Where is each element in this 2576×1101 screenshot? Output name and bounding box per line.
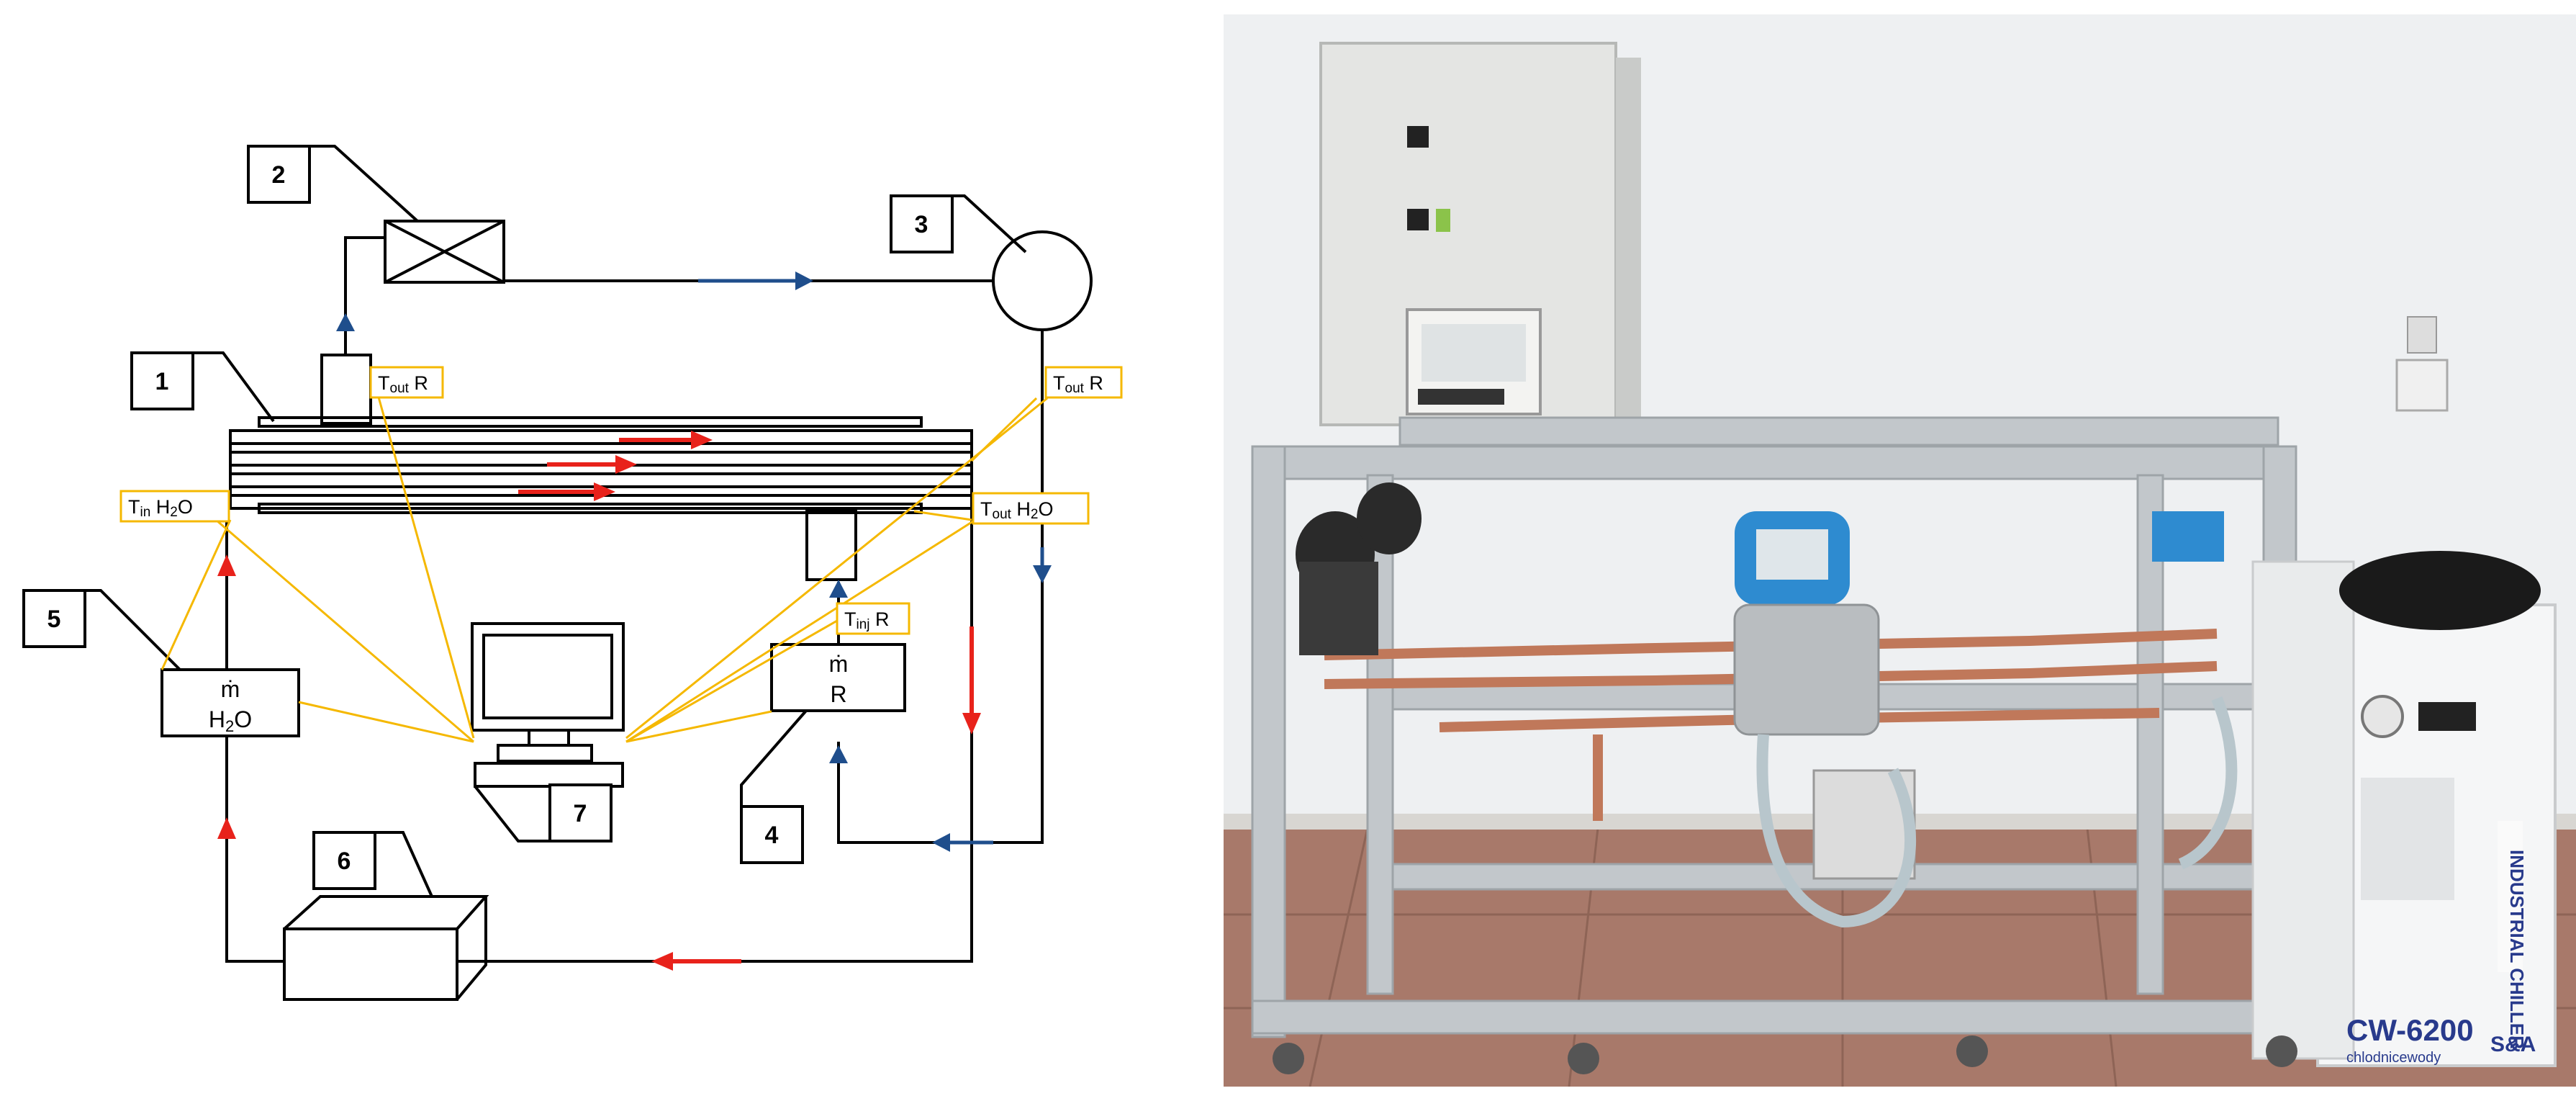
flow-meters — [1733, 511, 2224, 880]
compressor-circle — [992, 230, 1093, 331]
schematic-diagram: 1 2 3 4 5 6 7 Tout R Tout R Tin H2O Tout… — [22, 145, 1123, 1001]
control-cabinet — [1319, 42, 1641, 426]
callout-7: 7 — [574, 800, 587, 827]
refrigerant-flowmeter-r: R — [830, 681, 846, 707]
callout-1: 1 — [155, 368, 169, 395]
injector-header — [805, 510, 857, 581]
callouts — [22, 145, 1027, 897]
pipe-network — [161, 220, 1093, 1001]
sensor-tout-h2o: Tout H2O — [980, 498, 1054, 522]
chiller-brand: CW-6200 — [2346, 1013, 2474, 1047]
callout-2: 2 — [272, 161, 286, 189]
expansion-valve — [384, 220, 505, 284]
outlet-header — [320, 354, 372, 425]
evaporator-tube-1 — [229, 429, 973, 445]
callout-6: 6 — [338, 848, 351, 875]
sensor-tout-r-top: Tout R — [378, 372, 428, 396]
chiller-side-label: INDUSTRIAL CHILLER — [2506, 850, 2528, 1049]
callout-5: 5 — [48, 606, 61, 633]
sensor-tin-h2o: Tin H2O — [128, 496, 193, 520]
callout-3: 3 — [915, 211, 928, 238]
refrigerant-flow-arrows — [336, 271, 1052, 852]
computer-monitor — [471, 622, 625, 732]
hoses — [1756, 696, 2238, 928]
sensor-tinj-r: Tinj R — [844, 608, 890, 632]
industrial-chiller: INDUSTRIAL CHILLER CW-6200 chlodnicewody… — [2251, 551, 2557, 1067]
sensor-tout-r-right: Tout R — [1053, 372, 1103, 396]
refrigerant-flowmeter-mdot: ṁ — [829, 651, 849, 677]
callout-4: 4 — [765, 822, 779, 849]
wall-thermostat — [2407, 316, 2437, 354]
water-flowmeter-mdot: ṁ — [221, 676, 240, 702]
test-rig-photo: INDUSTRIAL CHILLER CW-6200 chlodnicewody… — [1224, 14, 2576, 1087]
sensor-wires — [161, 394, 1048, 743]
water-flow-arrows — [217, 431, 981, 971]
chiller-logo: S&A — [2490, 1033, 2536, 1056]
computer-keyboard — [474, 762, 624, 788]
evaporator-tube-3 — [229, 472, 973, 488]
water-flowmeter-h2o: H2O — [209, 706, 252, 735]
water-tank — [283, 927, 458, 1001]
wheels — [1273, 1035, 2297, 1074]
wall-socket — [2395, 359, 2449, 412]
chiller-sub: chlodnicewody — [2346, 1050, 2441, 1066]
